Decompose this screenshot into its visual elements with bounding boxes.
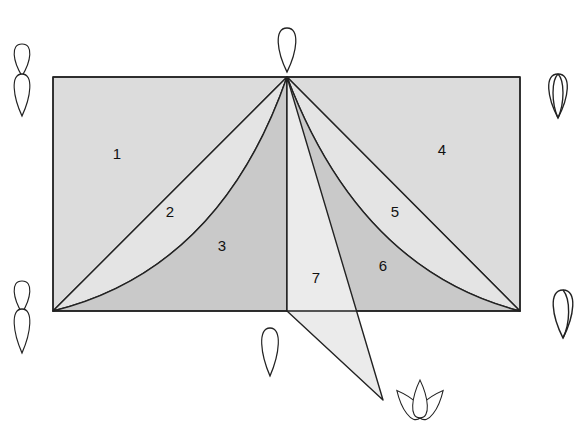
callout-number: 5 xyxy=(391,204,399,219)
leaf-symbol xyxy=(549,74,568,118)
region xyxy=(53,77,287,311)
leaf-symbol xyxy=(14,309,30,353)
callout-number: 6 xyxy=(379,258,387,273)
leaf-symbol xyxy=(553,290,573,338)
border xyxy=(53,77,520,311)
callout-number: 3 xyxy=(218,238,226,253)
callout-number: 7 xyxy=(312,270,320,285)
leaf-symbol xyxy=(14,44,30,76)
leaf-symbol xyxy=(14,74,30,116)
callout-number: 1 xyxy=(113,146,121,161)
flap xyxy=(287,77,383,400)
callout-number: 2 xyxy=(166,204,174,219)
leaf-symbol xyxy=(262,328,279,376)
leaf-symbol xyxy=(278,28,296,72)
leaf-symbol xyxy=(14,281,30,313)
callout-number: 4 xyxy=(438,142,446,157)
leaf-symbol xyxy=(391,380,449,423)
region xyxy=(53,77,287,311)
region xyxy=(53,77,287,311)
